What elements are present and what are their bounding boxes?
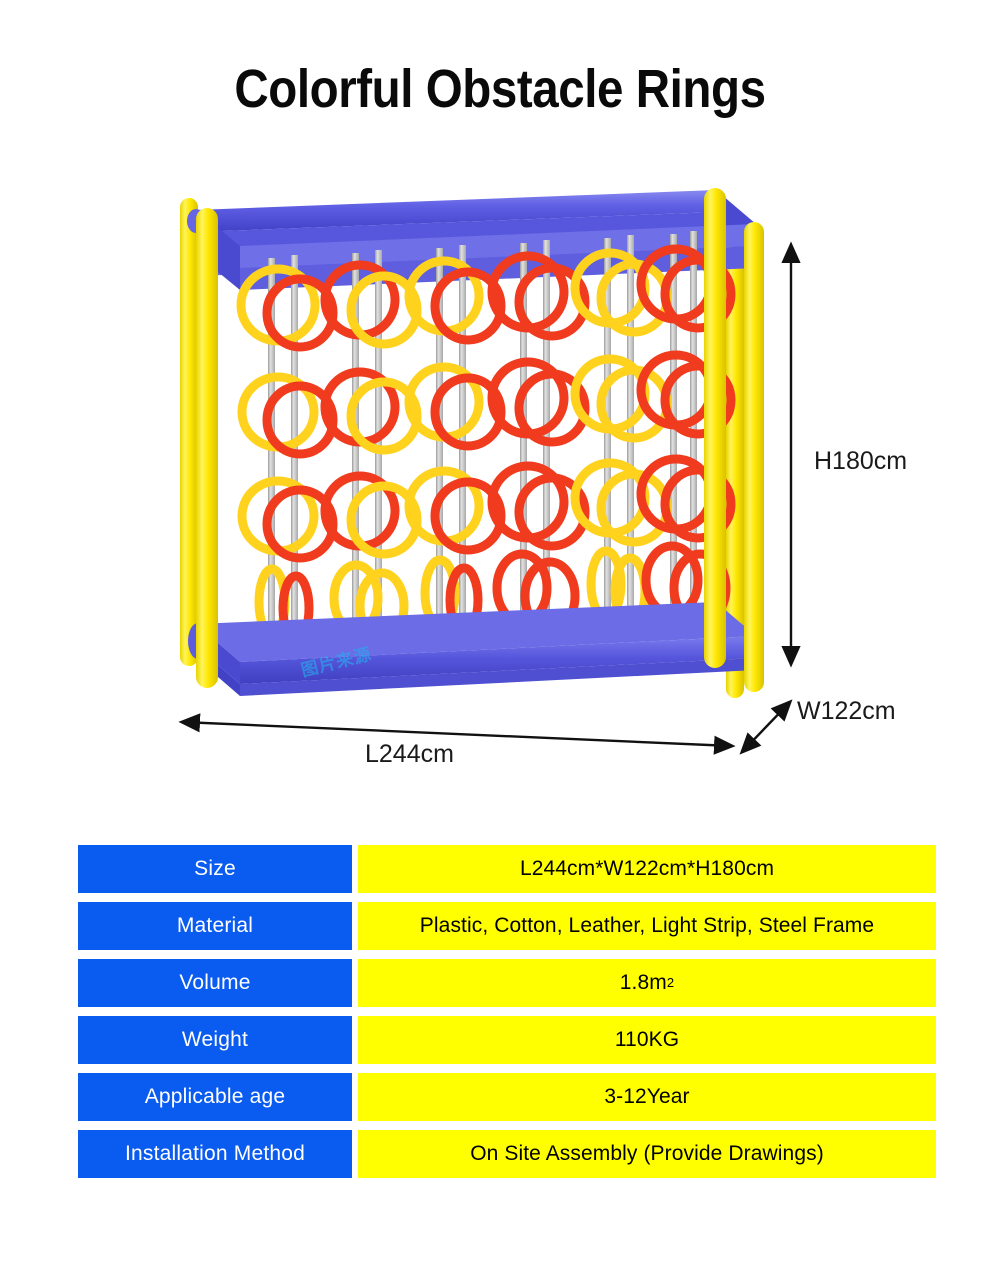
page-title: Colorful Obstacle Rings: [234, 59, 766, 119]
product-illustration: H180cm W122cm L244cm: [0, 150, 1000, 790]
spec-value-size: L244cm*W122cm*H180cm: [358, 845, 936, 893]
length-arrow: [178, 713, 736, 755]
table-row: Applicable age 3-12Year: [78, 1073, 936, 1121]
spec-value-installation-method: On Site Assembly (Provide Drawings): [358, 1130, 936, 1178]
dimension-arrows: [178, 241, 801, 755]
ring-row-2: [237, 350, 736, 459]
dimension-label-length: L244cm: [365, 740, 454, 768]
table-row: Installation Method On Site Assembly (Pr…: [78, 1130, 936, 1178]
base-platform: [188, 602, 756, 696]
table-row: Size L244cm*W122cm*H180cm: [78, 845, 936, 893]
spec-value-material: Plastic, Cotton, Leather, Light Strip, S…: [358, 902, 936, 950]
table-row: Material Plastic, Cotton, Leather, Light…: [78, 902, 936, 950]
dimension-label-height: H180cm: [814, 447, 908, 475]
spec-value-volume-number: 1.8m: [619, 971, 667, 994]
spec-value-weight: 110KG: [358, 1016, 936, 1064]
dimension-label-width: W122cm: [797, 697, 896, 725]
ring-row-3: [237, 454, 736, 563]
width-arrow: [739, 699, 793, 755]
spec-label-material: Material: [78, 902, 352, 950]
obstacle-rings: [236, 244, 736, 645]
spec-label-weight: Weight: [78, 1016, 352, 1064]
ring-row-1: [236, 244, 736, 352]
frame-front-posts: [196, 188, 764, 692]
spec-value-applicable-age: 3-12Year: [358, 1073, 936, 1121]
spec-label-size: Size: [78, 845, 352, 893]
spec-label-volume: Volume: [78, 959, 352, 1007]
table-row: Weight 110KG: [78, 1016, 936, 1064]
frame-back: [180, 198, 744, 698]
spec-label-applicable-age: Applicable age: [78, 1073, 352, 1121]
specification-table: Size L244cm*W122cm*H180cm Material Plast…: [78, 845, 936, 1187]
spec-label-installation-method: Installation Method: [78, 1130, 352, 1178]
product-diagram-svg: [178, 188, 801, 755]
